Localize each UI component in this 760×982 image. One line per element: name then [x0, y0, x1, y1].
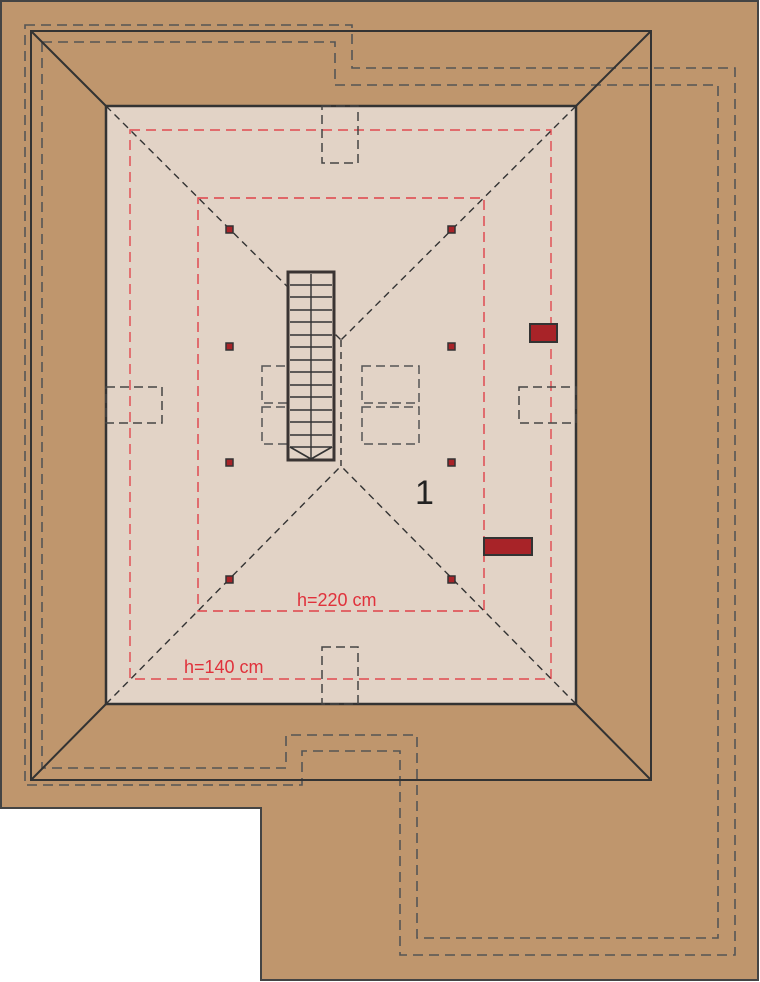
- staircase: [286, 270, 336, 462]
- window-outlines: [105, 105, 577, 705]
- structural-posts: [225, 225, 456, 584]
- height-line-140: [129, 129, 552, 680]
- room-number: 1: [415, 474, 434, 512]
- chimney-upper: [529, 323, 558, 343]
- roof-eaves: [30, 30, 652, 781]
- wall-outline-outer-dashed: [24, 24, 736, 956]
- chimney-lower: [483, 537, 533, 556]
- hip-lines: [30, 30, 652, 781]
- wall-outline-inner-dashed: [41, 41, 719, 939]
- height-label-220: h=220 cm: [297, 590, 377, 610]
- height-label-140: h=140 cm: [184, 657, 264, 677]
- height-line-220: [197, 197, 485, 612]
